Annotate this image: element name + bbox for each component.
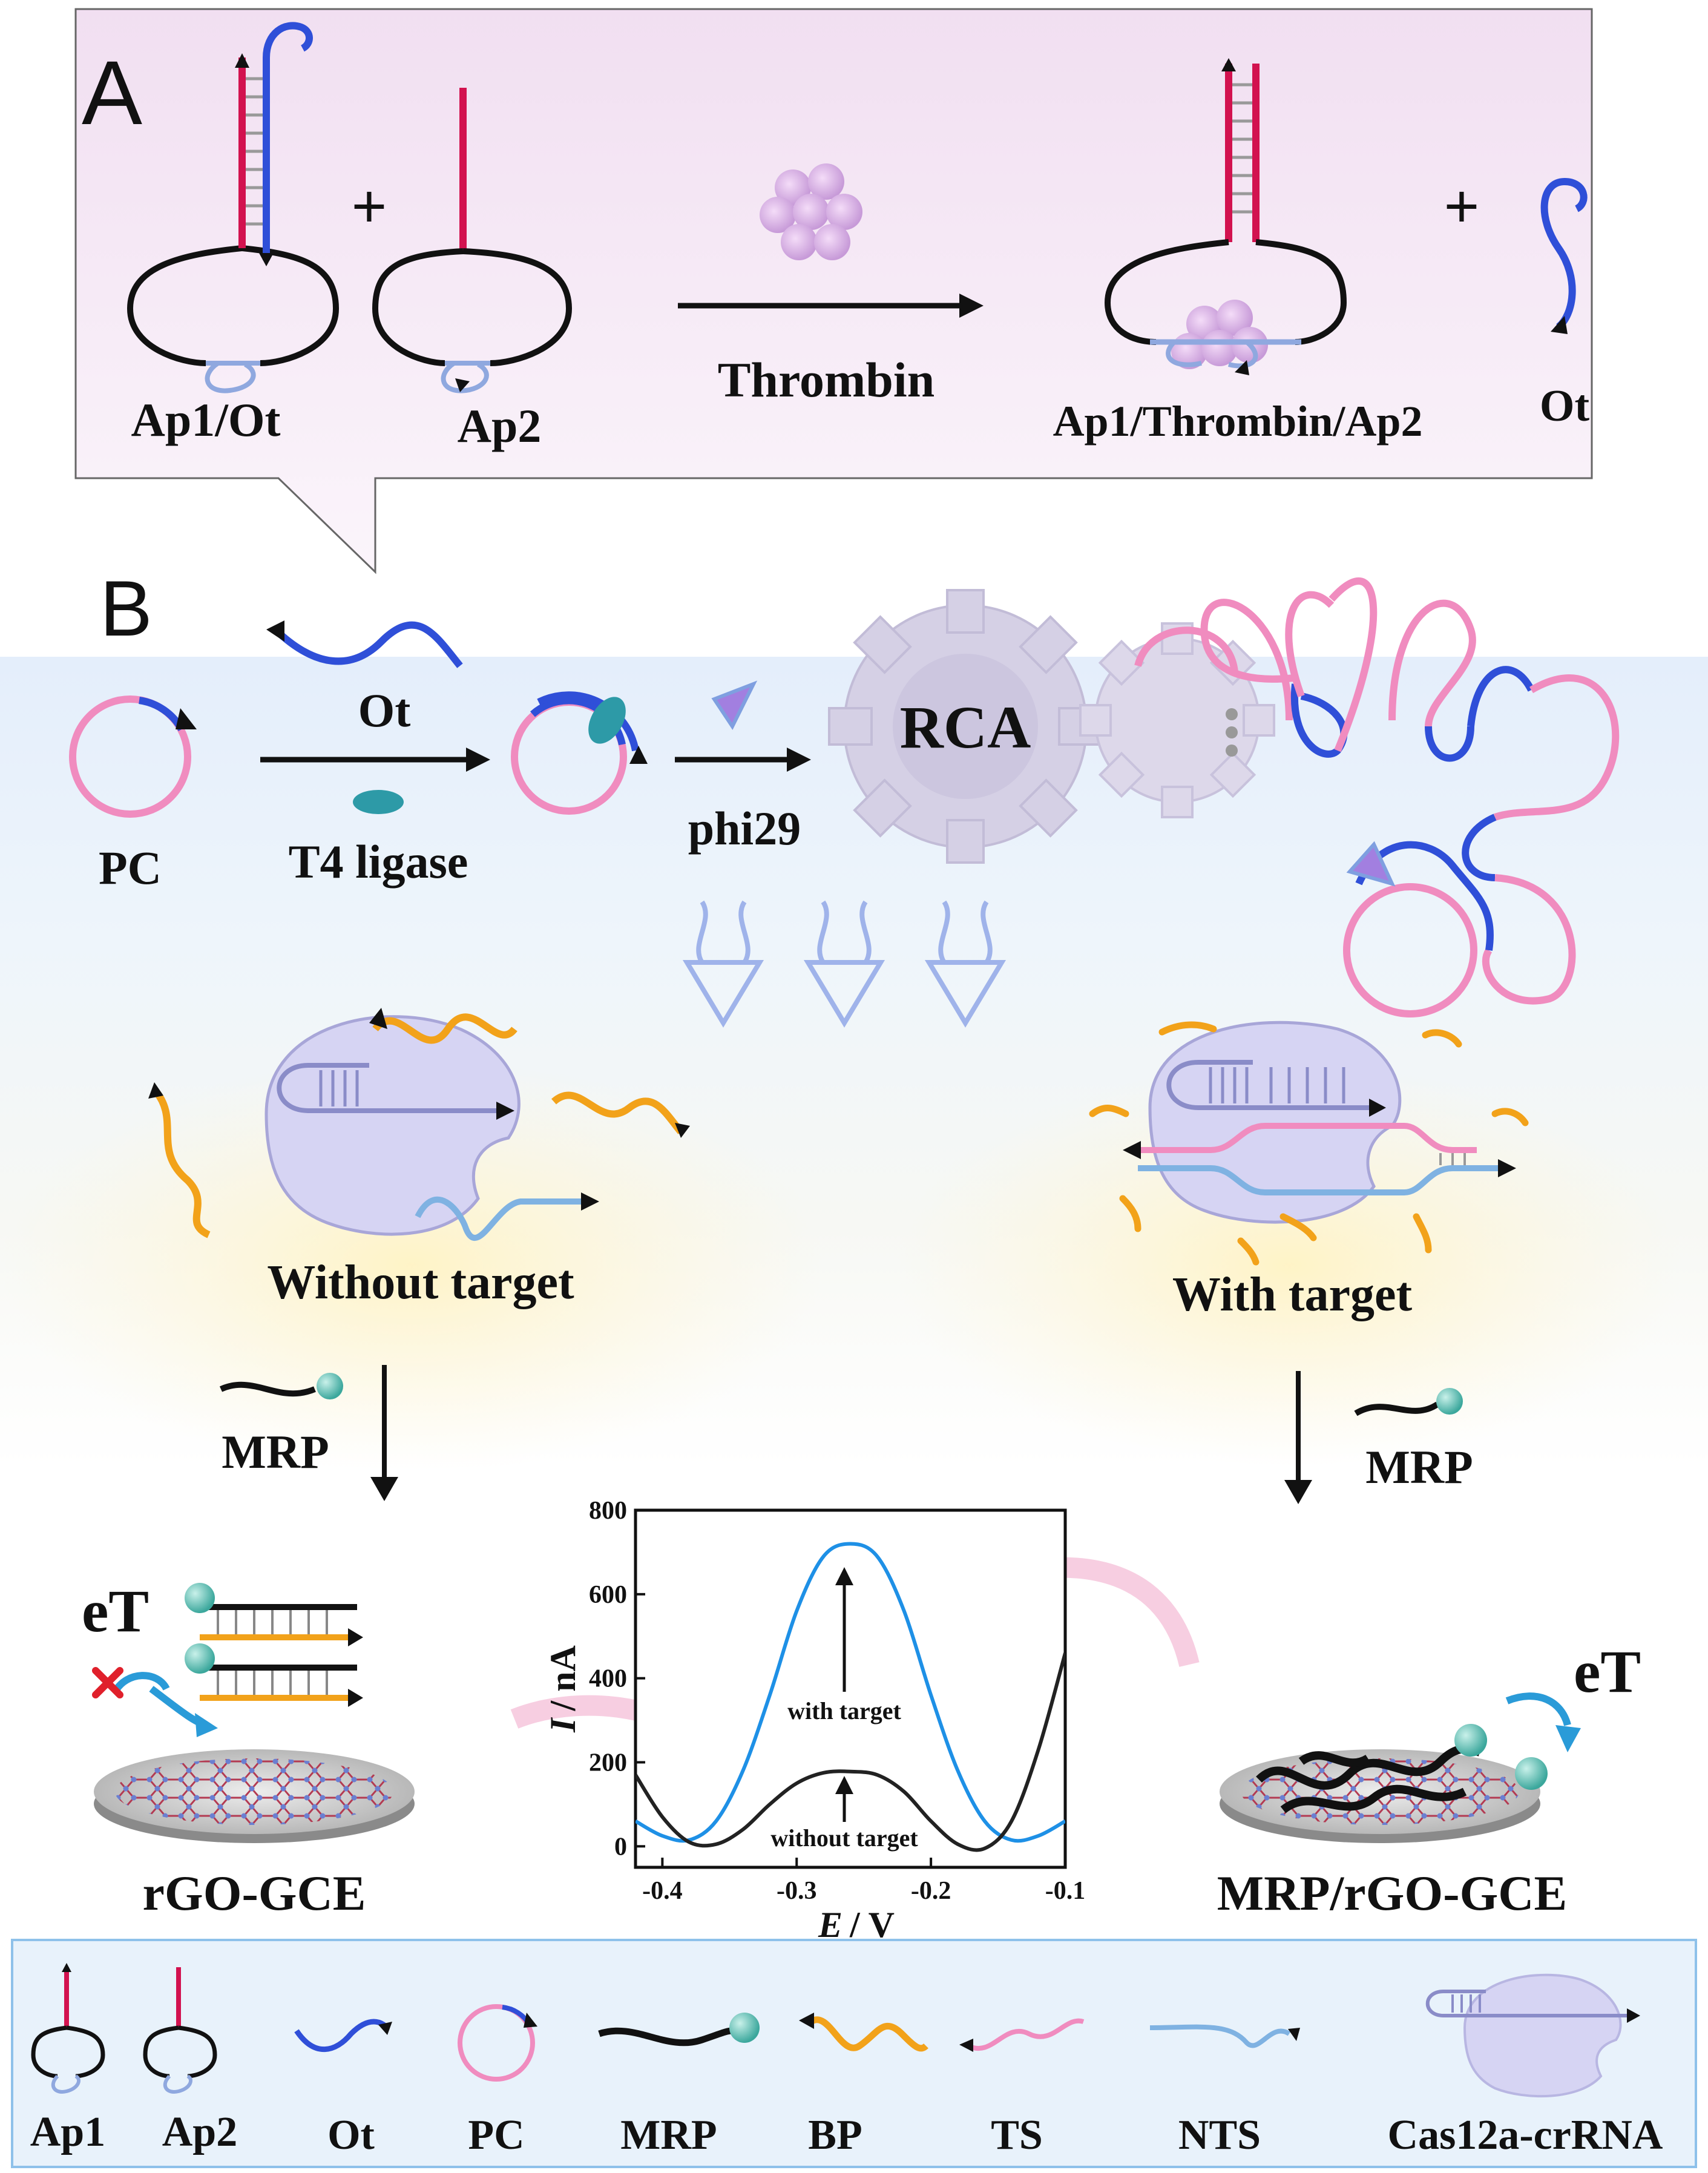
blocked-transfer-icon bbox=[92, 1667, 123, 1698]
label-mrp-left: MRP bbox=[222, 1425, 329, 1478]
label-mrp-rgo-gce: MRP/rGO-GCE bbox=[1217, 1866, 1567, 1921]
label-t4-ligase: T4 ligase bbox=[289, 835, 468, 888]
t4-ligase-icon bbox=[353, 790, 404, 814]
legend-icon-ap1 bbox=[31, 1963, 105, 2094]
label-ap1-ot: Ap1/Ot bbox=[131, 393, 280, 446]
label-ap2: Ap2 bbox=[458, 399, 542, 452]
label-et-right: eT bbox=[1574, 1638, 1641, 1705]
ap1-ot-probe bbox=[126, 22, 340, 393]
y-tick-label: 400 bbox=[589, 1665, 627, 1693]
panel-a: A Ap1/Ot + bbox=[74, 8, 1593, 574]
legend-icon-ts bbox=[959, 2018, 1085, 2052]
legend-icon-ap2 bbox=[143, 1967, 217, 2094]
annotation-with-target: with target bbox=[787, 1697, 901, 1724]
label-with-target: With target bbox=[1172, 1268, 1413, 1321]
ot-strand-b bbox=[266, 620, 463, 668]
plus-sign-a2: + bbox=[1444, 173, 1479, 240]
label-rgo-gce: rGO-GCE bbox=[143, 1866, 366, 1921]
label-ot-a: Ot bbox=[1540, 381, 1590, 431]
label-thrombin: Thrombin bbox=[718, 352, 935, 407]
legend-frame bbox=[11, 1939, 1697, 2168]
rgo-gce-electrode bbox=[92, 1583, 415, 1843]
legend-label-pc: PC bbox=[468, 2112, 524, 2158]
panel-a-frame bbox=[74, 8, 1593, 574]
x-axis-var: E bbox=[818, 1905, 843, 1945]
legend-icon-cas12a bbox=[1425, 1973, 1640, 2098]
swv-chart: -0.4 -0.3 -0.2 -0.1 0 200 400 600 800 E/ V I / nA… bbox=[543, 1497, 1085, 1945]
with-target-scene bbox=[1089, 1021, 1529, 1266]
chart-x-axis-label: E/ V bbox=[818, 1905, 895, 1945]
label-without-target: Without target bbox=[267, 1256, 574, 1309]
legend-icon-pc bbox=[458, 2004, 537, 2082]
thrombin-cluster bbox=[760, 163, 862, 260]
legend-label-ap2: Ap2 bbox=[162, 2109, 237, 2155]
label-complex: Ap1/Thrombin/Ap2 bbox=[1053, 397, 1423, 445]
legend-icon-bp bbox=[799, 2013, 928, 2052]
ligated-circle bbox=[511, 691, 648, 815]
legend-icon-ot bbox=[294, 2019, 392, 2053]
annotation-without-target: without target bbox=[770, 1824, 918, 1852]
pc-circle bbox=[69, 695, 197, 818]
downward-arrows bbox=[682, 900, 1007, 1028]
legend-label-mrp: MRP bbox=[620, 2112, 717, 2158]
y-axis-unit: / nA bbox=[543, 1645, 583, 1711]
x-tick-label: -0.2 bbox=[911, 1877, 951, 1905]
without-target-scene bbox=[148, 1008, 690, 1241]
y-tick-label: 200 bbox=[589, 1749, 627, 1777]
y-axis-var: I bbox=[543, 1717, 583, 1733]
y-tick-label: 0 bbox=[614, 1833, 627, 1861]
complex-structure bbox=[1104, 58, 1347, 375]
y-tick-label: 800 bbox=[589, 1497, 627, 1525]
series-line-1 bbox=[636, 1652, 1065, 1852]
label-phi29: phi29 bbox=[688, 802, 801, 855]
x-axis-unit: / V bbox=[849, 1905, 895, 1945]
label-mrp-right: MRP bbox=[1365, 1441, 1473, 1493]
phi29-polymerase-icon bbox=[711, 680, 758, 730]
rca-product-strand bbox=[1134, 577, 1620, 1017]
ap2-probe bbox=[372, 88, 573, 393]
label-et-left: eT bbox=[82, 1577, 149, 1645]
legend-panel: Ap1 Ap2 Ot PC MRP bbox=[11, 1939, 1697, 2168]
series-line-0 bbox=[636, 1542, 1065, 1843]
chart-y-axis-label: I / nA bbox=[543, 1645, 583, 1733]
label-rca: RCA bbox=[900, 694, 1031, 761]
x-tick-label: -0.4 bbox=[642, 1877, 683, 1905]
panel-b: B PC Ot T4 ligase phi29 bbox=[0, 564, 1708, 1921]
mrp-step-right bbox=[1284, 1371, 1463, 1504]
free-ot-strand bbox=[1540, 178, 1588, 334]
mrp-duplex-2 bbox=[185, 1643, 363, 1707]
mrp-rgo-gce-electrode bbox=[1220, 1692, 1581, 1843]
legend-label-ot: Ot bbox=[327, 2112, 375, 2158]
x-tick-label: -0.3 bbox=[777, 1877, 817, 1905]
legend-icon-nts bbox=[1149, 2024, 1300, 2048]
mrp-step-left bbox=[219, 1365, 398, 1501]
x-tick-label: -0.1 bbox=[1045, 1877, 1086, 1905]
panel-b-letter: B bbox=[100, 564, 153, 653]
label-ot-b: Ot bbox=[358, 684, 411, 737]
label-pc-b: PC bbox=[99, 841, 162, 894]
legend-label-ap1: Ap1 bbox=[30, 2109, 105, 2155]
panel-a-letter: A bbox=[82, 42, 142, 143]
chart-plot-area bbox=[634, 1508, 1067, 1869]
plus-sign-a1: + bbox=[352, 173, 387, 240]
legend-label-nts: NTS bbox=[1178, 2112, 1261, 2158]
legend-label-ts: TS bbox=[991, 2112, 1043, 2158]
y-tick-label: 600 bbox=[589, 1581, 627, 1609]
rca-gear-small bbox=[1079, 622, 1275, 818]
legend-label-cas12a: Cas12a-crRNA bbox=[1388, 2112, 1663, 2158]
mrp-duplex-1 bbox=[185, 1583, 363, 1646]
legend-label-bp: BP bbox=[808, 2112, 862, 2158]
legend-icon-mrp bbox=[598, 2013, 760, 2046]
